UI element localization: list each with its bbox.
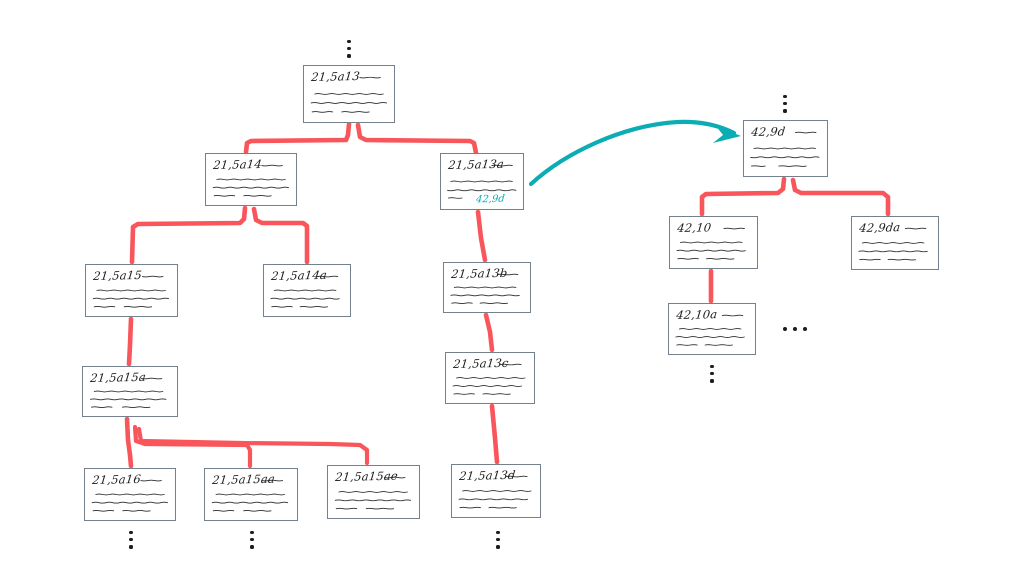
crossref-arrow-icon <box>528 119 741 187</box>
note-id-label: 21,5a16 <box>91 471 142 487</box>
ellipsis-below-42-10a <box>710 365 714 387</box>
note-id-label: 21,5a15aa <box>211 471 276 487</box>
connector-21-5a13-to-children <box>243 121 479 156</box>
note-id-label: 21,5a13 <box>310 68 361 84</box>
note-id-label: 21,5a13c <box>452 355 510 371</box>
ellipsis-right-of-42-10a <box>783 327 807 331</box>
note-card[interactable]: 21,5a13d <box>451 464 541 518</box>
note-card[interactable]: 21,5a15aa <box>204 468 298 521</box>
ellipsis-above-42-9d <box>783 95 787 117</box>
note-id-label: 42,10a <box>675 307 719 322</box>
note-id-label: 21,5a15ae <box>334 468 399 484</box>
connector-21-5a15a-to-children <box>124 416 370 469</box>
note-crossref-label[interactable]: 42,9d <box>475 193 506 206</box>
ellipsis-below-21-5a15aa <box>250 531 254 553</box>
note-card[interactable]: 21,5a13b <box>443 262 531 313</box>
connector-21-5a13c-to-21-5a13d <box>489 403 500 465</box>
connector-21-5a13b-to-21-5a13c <box>483 312 495 353</box>
note-card[interactable]: 21,5a13 <box>303 65 395 123</box>
ellipsis-below-21-5a13d <box>496 531 500 553</box>
note-card[interactable]: 42,9da <box>851 216 939 270</box>
note-id-label: 42,10 <box>676 220 713 235</box>
note-card[interactable]: 42,9d <box>743 120 828 177</box>
note-card[interactable]: 21,5a16 <box>84 468 176 521</box>
note-id-label: 42,9da <box>858 220 902 235</box>
connector-21-5a14-to-children <box>129 205 310 265</box>
note-card[interactable]: 21,5a15a <box>82 366 178 417</box>
connector-42-9d-to-children <box>699 176 891 217</box>
connector-21-5a13a-to-21-5a13b <box>475 209 488 263</box>
note-card[interactable]: 42,10a <box>668 303 756 355</box>
ellipsis-below-21-5a16 <box>129 531 133 553</box>
note-card[interactable]: 21,5a14 <box>205 153 297 206</box>
note-card[interactable]: 21,5a13c <box>445 352 535 404</box>
note-card[interactable]: 21,5a13a 42,9d <box>440 153 524 210</box>
note-id-label: 21,5a14 <box>212 156 263 172</box>
note-id-label: 21,5a14a <box>270 267 328 283</box>
note-id-label: 21,5a13a <box>447 156 505 172</box>
note-id-label: 21,5a15 <box>92 267 143 283</box>
note-id-label: 21,5a15a <box>89 369 147 385</box>
note-id-label: 21,5a13d <box>458 467 517 483</box>
note-id-label: 42,9d <box>750 124 787 139</box>
note-card[interactable]: 42,10 <box>669 216 758 269</box>
note-card[interactable]: 21,5a15ae <box>327 465 420 519</box>
note-card[interactable]: 21,5a14a <box>263 264 351 317</box>
ellipsis-above-root <box>347 40 351 62</box>
note-id-label: 21,5a13b <box>450 265 509 281</box>
note-card[interactable]: 21,5a15 <box>85 264 178 317</box>
connector-21-5a15-to-21-5a15a <box>126 316 134 367</box>
